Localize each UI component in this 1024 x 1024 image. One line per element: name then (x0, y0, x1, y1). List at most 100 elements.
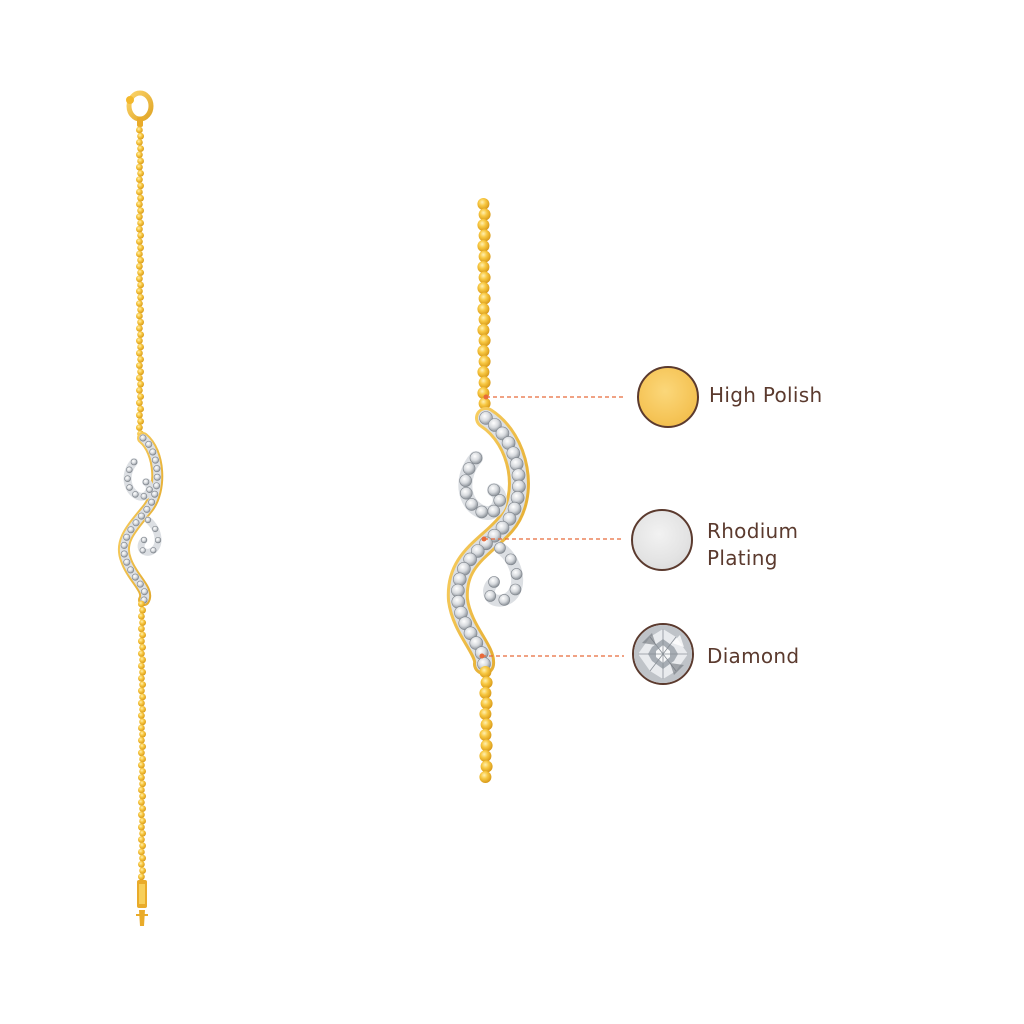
chain-bead (137, 331, 145, 338)
chain-bead (478, 229, 491, 242)
chain-bead (136, 337, 143, 345)
diamond-stone (463, 552, 477, 567)
chain-bead (137, 343, 145, 351)
chain-bead (139, 867, 147, 874)
diamond-stone (484, 590, 497, 602)
chain-bead (477, 219, 490, 231)
chain-bead (137, 318, 145, 326)
high-polish-swatch (637, 366, 699, 428)
diamond-stone (123, 533, 131, 541)
chain-bead (137, 157, 145, 165)
chain-bead (137, 393, 145, 400)
diamond-stone (143, 505, 151, 513)
chain-bead (480, 676, 493, 689)
chain-bead (479, 708, 492, 720)
chain-bead (139, 644, 147, 651)
chain-bead (479, 750, 492, 762)
chain-bead (138, 873, 145, 881)
detail-diamond-motif (446, 407, 530, 675)
chain-bead (137, 170, 145, 177)
chain-bead (478, 334, 491, 347)
chain-bead (480, 718, 493, 731)
diamond-stone (493, 494, 507, 507)
diamond-stone (139, 434, 147, 442)
chain-bead (138, 662, 145, 670)
chain-bead (139, 780, 147, 788)
chain-bead (478, 313, 491, 326)
chain-bead (138, 823, 145, 831)
rhodium-plating-label: Rhodium Plating (707, 518, 798, 572)
diamond-stone (153, 473, 161, 481)
diamond-stone (144, 516, 152, 524)
chain-bead (477, 366, 490, 378)
chain-bead (138, 749, 145, 757)
diamond-stone (140, 493, 148, 500)
chain-bead (138, 724, 145, 732)
diamond-stone (139, 547, 146, 554)
chain-bead (478, 250, 491, 263)
chain-bead (136, 139, 143, 146)
diamond-stone (494, 542, 506, 554)
chain-bead (479, 687, 492, 699)
chain-bead (139, 743, 147, 750)
chain-bead (139, 693, 147, 701)
chain-bead (477, 240, 490, 252)
diamond-stone (124, 475, 131, 482)
diamond-stone (126, 484, 133, 491)
diamond-stone (130, 458, 138, 466)
chain-bead (136, 163, 143, 171)
diamond-stone (132, 491, 139, 498)
chain-bead (479, 666, 492, 678)
diamond-stone (459, 486, 473, 500)
diamond-stone (465, 498, 478, 511)
chain-bead (138, 799, 145, 806)
chain-bead (136, 151, 143, 159)
chain-bead (136, 399, 143, 407)
chain-bead (479, 729, 492, 741)
chain-bead (137, 256, 145, 264)
chain-bead (478, 292, 491, 305)
chain-bead (138, 600, 145, 608)
diamond-stone (145, 440, 153, 448)
chain-bead (139, 854, 147, 862)
chain-bead (477, 345, 490, 357)
diamond-stone (487, 483, 501, 497)
chain-bead (138, 699, 145, 707)
diamond-stone (487, 504, 501, 518)
chain-bead (137, 380, 145, 388)
high-polish-label: High Polish (709, 383, 823, 407)
chain-bead (137, 145, 145, 153)
diamond-stone (153, 465, 161, 473)
chain-bead (137, 405, 145, 413)
diamond-stone (512, 479, 526, 494)
diamond-stone (462, 462, 476, 475)
chain-bead (136, 287, 143, 295)
diamond-stone (149, 448, 157, 456)
chain-bead (478, 355, 491, 368)
chain-bead (477, 324, 490, 336)
chain-bead (138, 811, 145, 819)
chain-bead (139, 681, 147, 688)
chain-bead (138, 613, 145, 620)
chain-bead (136, 275, 143, 283)
chain-bead (480, 739, 493, 752)
chain-bead (138, 774, 145, 781)
diamond-stone (148, 498, 156, 506)
diamond-stone (137, 512, 145, 520)
chain-bead (139, 755, 147, 763)
chain-bead (477, 261, 490, 273)
chain-bead (136, 312, 143, 320)
diamond-stone (123, 558, 131, 566)
chain-bead (137, 232, 145, 239)
chain-bead (139, 730, 147, 738)
chain-bead (138, 625, 145, 633)
chain-bead (137, 281, 145, 289)
diamond-stone (126, 466, 133, 474)
lobster-clasp (126, 90, 154, 127)
chain-bead (478, 376, 491, 389)
chain-bead (477, 198, 490, 210)
chain-bead (138, 786, 145, 794)
chain-bead (137, 182, 145, 190)
